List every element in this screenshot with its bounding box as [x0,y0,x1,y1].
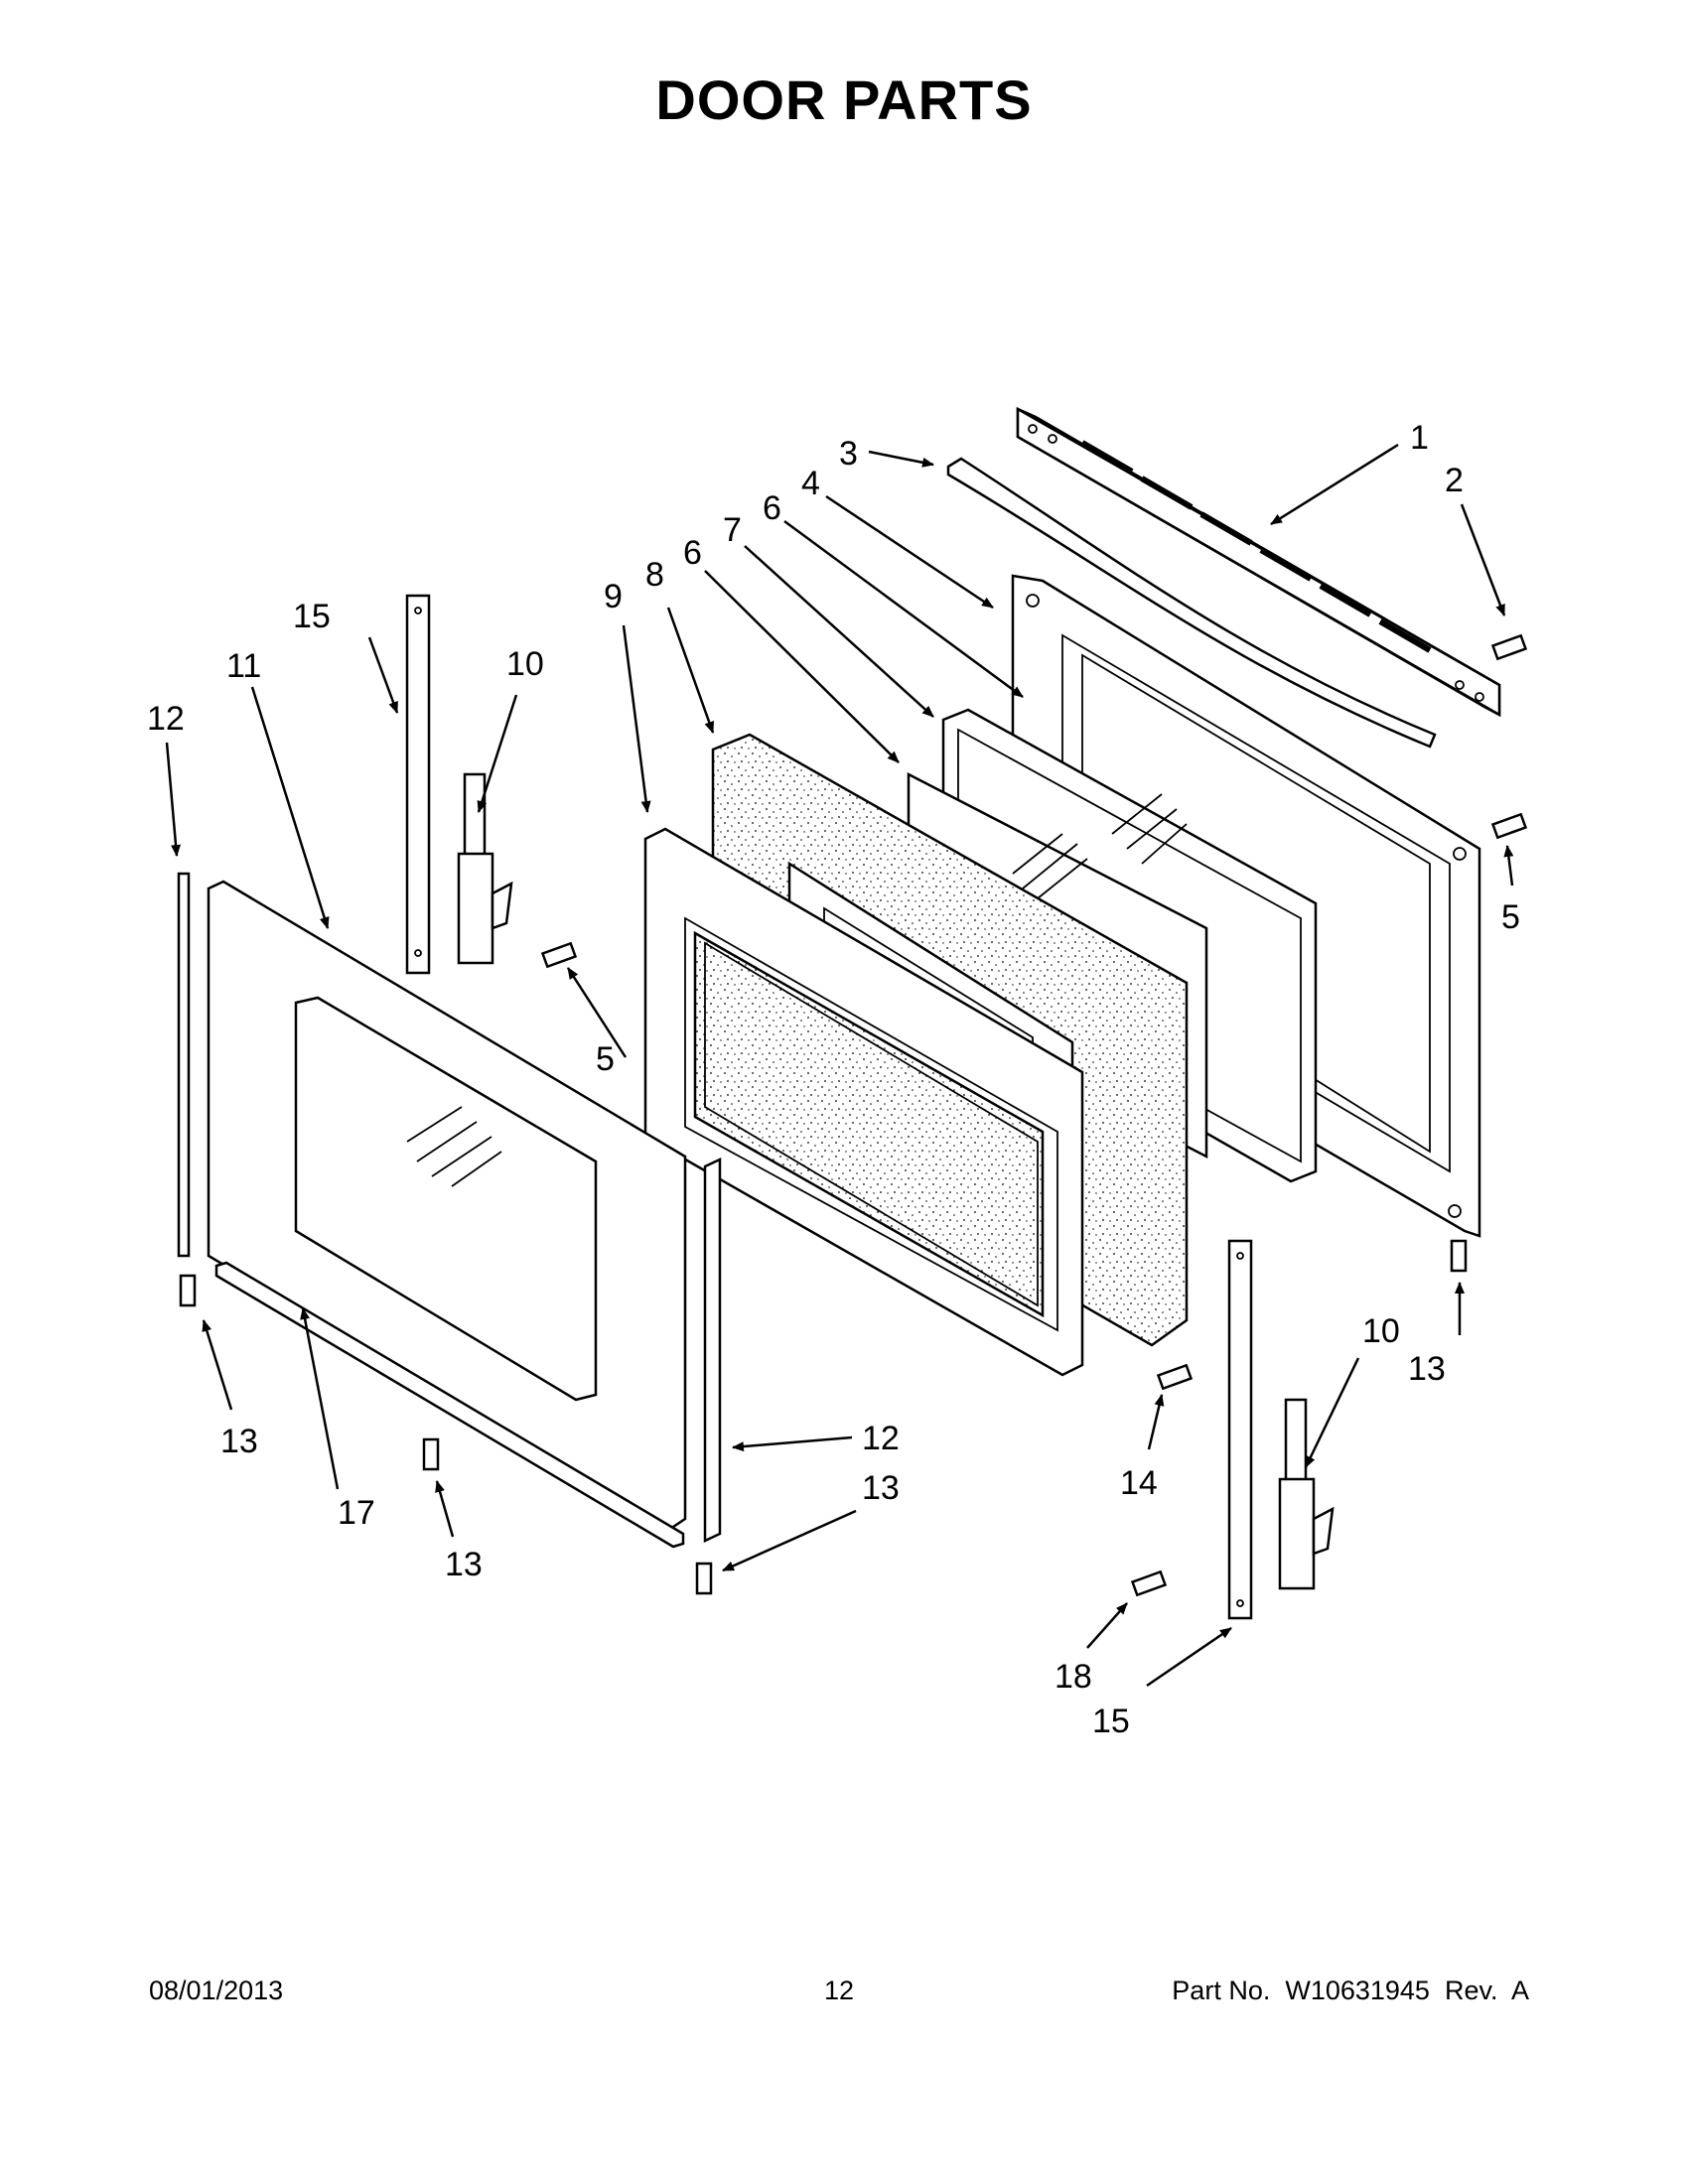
part-5-screw-right [1490,812,1528,840]
callout-15a: 15 [293,598,331,635]
callout-14: 14 [1120,1464,1158,1502]
footer-page-number: 12 [824,1976,855,2005]
part-13-screw-4 [1450,1239,1468,1273]
part-1-vent-trim [1016,406,1501,718]
callout-10b: 10 [1362,1312,1400,1350]
callout-5b: 5 [1501,898,1520,936]
callout-13d: 13 [1408,1350,1446,1388]
callout-15b: 15 [1092,1703,1130,1740]
part-10-hinge-left [457,772,513,965]
footer-part-number: Part No. W10631945 Rev. A [1172,1976,1529,2005]
callout-6a: 6 [763,489,781,527]
part-13-screw-2 [422,1437,440,1471]
callout-labels: 1 2 3 4 6 7 6 8 9 15 10 11 12 5 5 10 13 … [147,419,1520,1740]
part-10-hinge-right [1278,1398,1335,1590]
part-11-outer-door-panel [207,880,687,1531]
callout-2: 2 [1445,462,1464,499]
callout-1: 1 [1410,419,1429,457]
callout-5a: 5 [596,1040,615,1078]
leader-arrows [165,443,1514,1688]
callout-12b: 12 [862,1420,900,1457]
part-3-door-handle [946,457,1437,749]
part-18-screw [1130,1570,1168,1597]
part-14-screw [1156,1363,1194,1391]
part-17-bottom-trim [214,1261,685,1549]
callout-10a: 10 [506,645,544,683]
callout-11: 11 [226,647,261,685]
callout-4: 4 [801,465,820,502]
part-12-right-side-trim [703,1158,722,1543]
callout-6b: 6 [683,534,702,572]
callout-8: 8 [645,556,664,594]
callout-12a: 12 [147,700,185,738]
part-9-door-liner [643,827,1084,1377]
part-13-screw-1 [179,1274,197,1307]
footer-date: 08/01/2013 [149,1976,284,2005]
callout-17: 17 [338,1494,375,1532]
callout-13a: 13 [220,1423,258,1460]
callout-3: 3 [839,435,858,473]
callout-13c: 13 [862,1469,900,1507]
part-15-hinge-receiver-right [1227,1239,1253,1620]
callout-18: 18 [1055,1658,1092,1696]
callout-7: 7 [723,511,742,549]
page-title: DOOR PARTS [655,68,1033,131]
callout-13b: 13 [445,1546,483,1583]
callout-9: 9 [604,578,623,615]
part-15-hinge-receiver-left [405,594,431,975]
part-13-screw-3 [695,1562,713,1595]
part-2-screw [1490,633,1528,661]
part-5-screw-left [540,941,578,969]
part-12-left-side-trim [177,872,191,1258]
